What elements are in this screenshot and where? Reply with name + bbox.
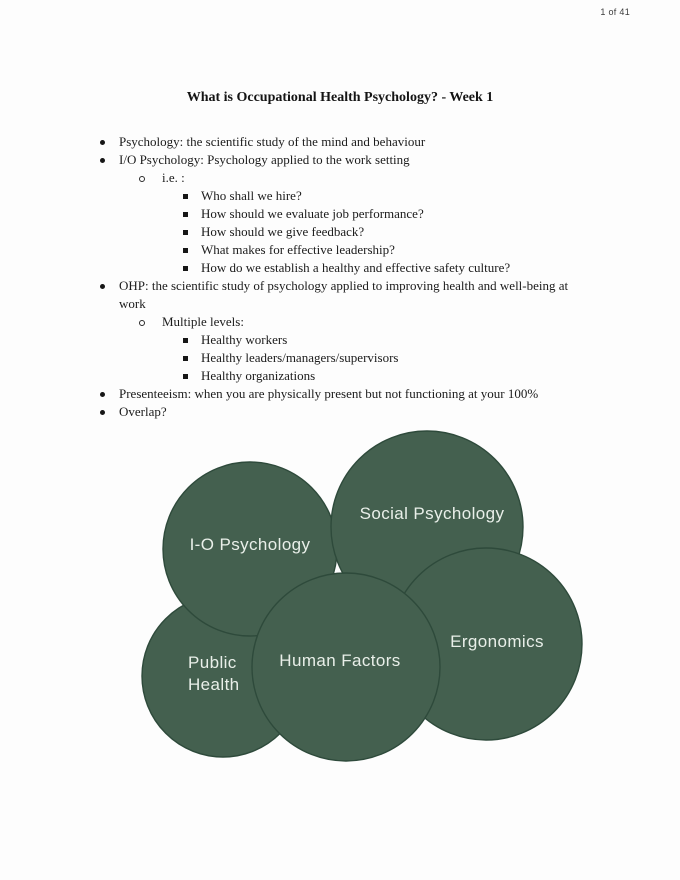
list-item: What makes for effective leadership? [0, 241, 640, 259]
bullet-circle-marker [139, 176, 145, 182]
list-item: Overlap? [0, 403, 640, 421]
bullet-square-marker [183, 230, 188, 235]
list-item-text: Who shall we hire? [201, 188, 302, 203]
label-human-factors: Human Factors [279, 651, 400, 670]
bullet-square-marker [183, 374, 188, 379]
bullet-square-marker [183, 266, 188, 271]
label-io-psychology: I-O Psychology [190, 535, 311, 554]
bullet-disc-marker [100, 140, 105, 145]
list-item: How do we establish a healthy and effect… [0, 259, 640, 277]
label-public-health-line2: Health [188, 675, 240, 694]
notes-list: Psychology: the scientific study of the … [0, 133, 640, 421]
list-item: Who shall we hire? [0, 187, 640, 205]
page-number: 1 of 41 [600, 7, 630, 17]
list-item-text: work [119, 296, 146, 311]
list-item-text: i.e. : [162, 170, 185, 185]
bullet-square-marker [183, 338, 188, 343]
bullet-circle-marker [139, 320, 145, 326]
list-item-text: Healthy leaders/managers/supervisors [201, 350, 399, 365]
list-item: I/O Psychology: Psychology applied to th… [0, 151, 640, 169]
bullet-square-marker [183, 212, 188, 217]
list-item: How should we evaluate job performance? [0, 205, 640, 223]
list-item: Healthy organizations [0, 367, 640, 385]
bullet-disc-marker [100, 410, 105, 415]
bullet-disc-marker [100, 158, 105, 163]
label-public-health-line1: Public [188, 653, 237, 672]
list-item-text: Psychology: the scientific study of the … [119, 134, 426, 149]
page-title: What is Occupational Health Psychology? … [186, 90, 494, 105]
list-item: work [0, 295, 640, 313]
list-item-text: Presenteeism: when you are physically pr… [119, 386, 539, 401]
label-social-psychology: Social Psychology [360, 504, 505, 523]
bullet-square-marker [183, 248, 188, 253]
list-item: i.e. : [0, 169, 640, 187]
list-item: Psychology: the scientific study of the … [0, 133, 640, 151]
list-item: Healthy workers [0, 331, 640, 349]
list-item: OHP: the scientific study of psychology … [0, 277, 640, 295]
bullet-square-marker [183, 194, 188, 199]
list-item: Multiple levels: [0, 313, 640, 331]
list-item-text: OHP: the scientific study of psychology … [119, 278, 569, 293]
bullet-square-marker [183, 356, 188, 361]
list-item: Healthy leaders/managers/supervisors [0, 349, 640, 367]
list-item-text: I/O Psychology: Psychology applied to th… [119, 152, 410, 167]
list-item-text: Overlap? [119, 404, 167, 419]
list-item-text: Healthy workers [201, 332, 288, 347]
list-item-text: What makes for effective leadership? [201, 242, 395, 257]
list-item-text: Multiple levels: [162, 314, 244, 329]
label-ergonomics: Ergonomics [450, 632, 544, 651]
list-item-text: How should we give feedback? [201, 224, 365, 239]
bullet-disc-marker [100, 284, 105, 289]
circle-human-factors [251, 572, 441, 762]
list-item-text: How should we evaluate job performance? [201, 206, 424, 221]
bullet-disc-marker [100, 392, 105, 397]
list-item-text: How do we establish a healthy and effect… [201, 260, 511, 275]
list-item-text: Healthy organizations [201, 368, 316, 383]
venn-diagram: I-O Psychology Social Psychology Ergonom… [141, 430, 583, 762]
list-item: Presenteeism: when you are physically pr… [0, 385, 640, 403]
list-item: How should we give feedback? [0, 223, 640, 241]
